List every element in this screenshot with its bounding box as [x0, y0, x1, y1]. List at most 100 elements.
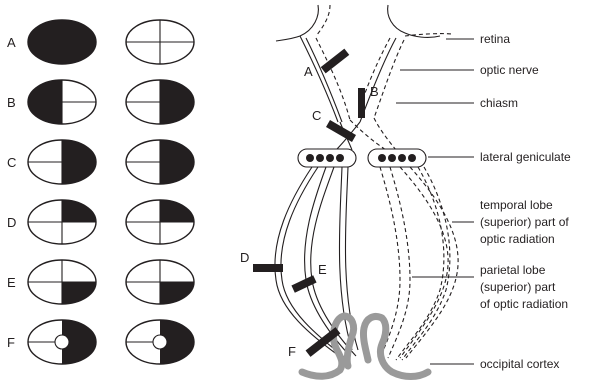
chiasm-fiber-dashed	[373, 117, 397, 151]
lesion-bar-b	[358, 88, 365, 118]
field-row-label: D	[7, 215, 16, 230]
lesion-label-d: D	[240, 250, 249, 265]
field-row-label: C	[7, 155, 16, 170]
label-temporal-line-1: temporal lobe	[480, 198, 553, 212]
field-defect	[62, 200, 96, 222]
annotation-leaders	[396, 38, 474, 365]
right-optic-nerve-fiber	[359, 37, 397, 123]
lesion-bar-d	[253, 264, 283, 272]
field-outline	[27, 319, 97, 365]
lgn-nucleus	[306, 154, 314, 162]
occipital-cortex-shape	[298, 312, 432, 380]
field-outline	[125, 139, 195, 185]
field-outline	[125, 199, 195, 245]
visual-field-left-eye	[27, 259, 97, 305]
visual-field-left-eye	[27, 79, 97, 125]
field-outline	[125, 259, 195, 305]
field-outline	[125, 79, 195, 125]
field-outline	[125, 319, 195, 365]
lgn-nucleus	[326, 154, 334, 162]
lgn-nucleus	[408, 154, 416, 162]
field-defect	[28, 20, 96, 64]
visual-field-right-eye	[125, 19, 195, 65]
left-radiation-fiber	[274, 166, 343, 359]
field-row-label: A	[7, 35, 16, 50]
field-outline	[27, 139, 97, 185]
left-radiation-fiber	[304, 166, 351, 357]
right-optic-nerve-dashed	[359, 37, 391, 109]
field-outline	[27, 199, 97, 245]
visual-field-right-eye	[125, 139, 195, 185]
visual-field-left-eye	[27, 19, 97, 65]
field-defect	[62, 320, 96, 364]
left-eye-outline	[275, 4, 319, 42]
field-outline	[27, 259, 97, 305]
field-defect	[160, 320, 194, 364]
lesion-label-a: A	[304, 64, 313, 79]
right-radiation-fiber	[399, 166, 449, 359]
right-radiation-fiber	[395, 166, 445, 361]
lgn-nucleus	[316, 154, 324, 162]
label-temporal-line-3: optic radiation	[480, 232, 555, 246]
visual-field-right-eye	[125, 199, 195, 245]
lesion-bar-e	[291, 275, 317, 293]
label-retina: retina	[480, 32, 510, 46]
lesion-bar-f	[305, 327, 341, 357]
lesion-label-f: F	[288, 344, 296, 359]
lesion-label-e: E	[318, 262, 327, 277]
chiasm-fiber-dashed	[349, 119, 387, 151]
lesion-markers	[253, 48, 365, 357]
right-lateral-geniculate	[367, 148, 427, 168]
visual-field-right-eye	[125, 319, 195, 365]
right-radiation-fiber	[387, 166, 411, 359]
right-radiation-fiber	[401, 166, 451, 361]
visual-field-right-eye	[125, 79, 195, 125]
label-occipital-cortex: occipital cortex	[480, 357, 559, 371]
field-row-label: E	[7, 275, 16, 290]
left-optic-nerve-fiber	[305, 37, 343, 123]
field-outline	[125, 19, 195, 65]
visual-field-right-eye	[125, 259, 195, 305]
field-defect	[160, 282, 194, 304]
lgn-nucleus	[398, 154, 406, 162]
label-lateral-geniculate: lateral geniculate	[480, 150, 571, 164]
lgn-nucleus	[378, 154, 386, 162]
label-temporal-line-2: (superior) part of	[480, 215, 569, 229]
lesion-label-b: B	[370, 84, 379, 99]
left-radiation-fiber	[338, 166, 353, 351]
visual-field-panel: A B C D E F	[7, 19, 195, 365]
macular-sparing-notch	[54, 334, 70, 350]
field-defect	[160, 200, 194, 222]
retina-dashed	[315, 4, 331, 37]
lgn-nucleus	[388, 154, 396, 162]
label-parietal-line-2: (superior) part	[480, 280, 556, 294]
field-defect	[62, 282, 96, 304]
geniculate-nuclei	[306, 154, 416, 162]
right-radiation-fiber	[379, 166, 401, 359]
visual-field-left-eye	[27, 139, 97, 185]
lesion-bar-a	[320, 48, 350, 74]
left-optic-nerve-dashed	[315, 37, 351, 121]
right-occipital-lobe	[360, 312, 432, 380]
lgn-nucleus	[336, 154, 344, 162]
field-outline	[27, 79, 97, 125]
visual-pathway	[274, 4, 459, 361]
visual-field-left-eye	[27, 199, 97, 245]
lesion-bar-c	[326, 120, 356, 142]
label-chiasm: chiasm	[480, 96, 518, 110]
left-occipital-lobe	[298, 312, 358, 380]
field-outline	[27, 19, 97, 65]
right-eye-outline	[387, 4, 441, 38]
field-row-label: B	[7, 95, 16, 110]
right-optic-nerve-dashed	[373, 39, 405, 119]
field-row-label: F	[7, 335, 15, 350]
macular-sparing-notch	[152, 334, 168, 350]
left-optic-nerve-fiber	[299, 35, 339, 123]
left-radiation-fiber	[280, 166, 349, 361]
lesion-label-c: C	[312, 108, 321, 123]
retina-dashed-right	[404, 33, 453, 37]
visual-field-left-eye	[27, 319, 97, 365]
label-optic-nerve: optic nerve	[480, 63, 539, 77]
label-parietal-line-1: parietal lobe	[480, 263, 546, 277]
